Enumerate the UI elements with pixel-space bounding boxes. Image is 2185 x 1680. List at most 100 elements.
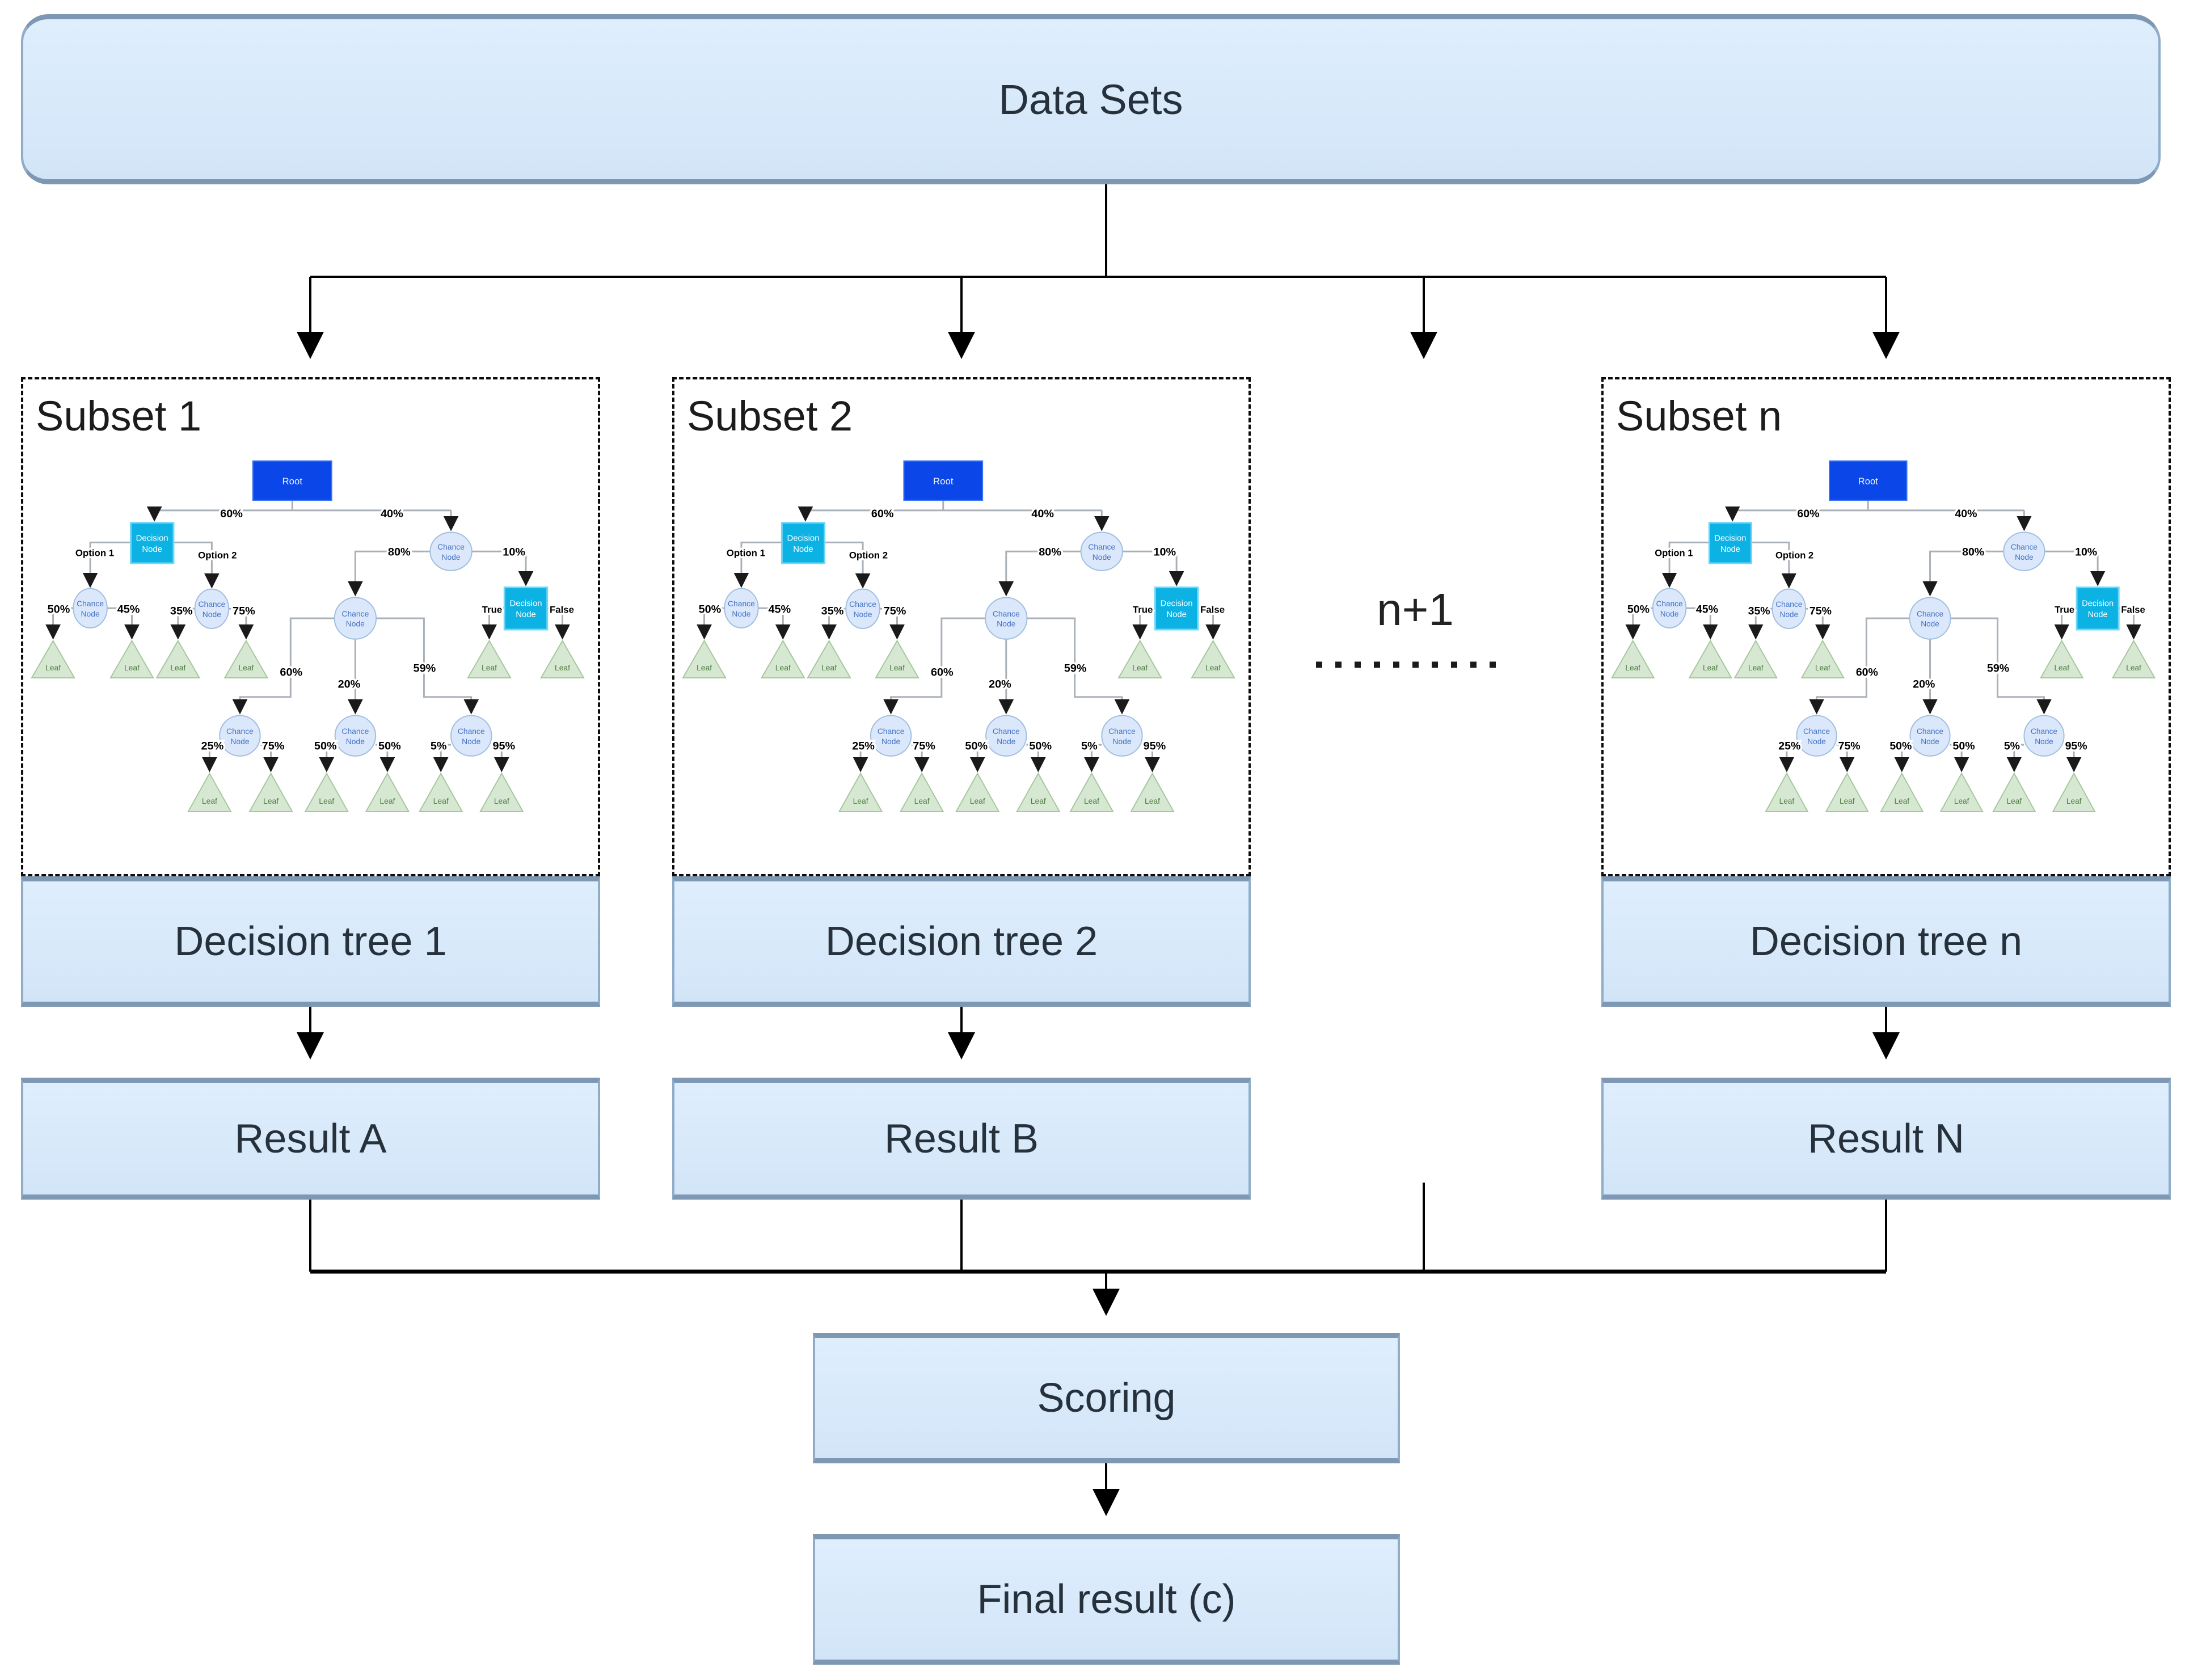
svg-text:Leaf: Leaf bbox=[482, 663, 497, 672]
svg-text:40%: 40% bbox=[381, 508, 403, 520]
svg-text:Leaf: Leaf bbox=[263, 796, 279, 805]
leaf-node bbox=[223, 639, 269, 679]
svg-text:Decision: Decision bbox=[509, 599, 542, 608]
svg-text:Leaf: Leaf bbox=[2054, 664, 2069, 672]
svg-text:Leaf: Leaf bbox=[1895, 797, 1910, 805]
decision-tree-graphic: Root Decision Node Decision Node Chance … bbox=[1610, 460, 2156, 812]
scoring-box: Scoring bbox=[813, 1333, 1400, 1463]
chance-node bbox=[1909, 597, 1951, 640]
svg-text:True: True bbox=[2055, 605, 2074, 615]
decision-tree-1-label: Decision tree 1 bbox=[174, 919, 447, 964]
subset-1-panel: Subset 1 bbox=[21, 377, 600, 876]
leaf-node bbox=[540, 639, 585, 679]
svg-text:Leaf: Leaf bbox=[1840, 797, 1855, 805]
svg-text:Chance: Chance bbox=[1108, 727, 1136, 736]
svg-text:Node: Node bbox=[203, 610, 221, 619]
fan-out-connectors bbox=[297, 184, 1900, 359]
leaf-node bbox=[1610, 639, 1655, 679]
chance-node bbox=[334, 715, 377, 757]
svg-text:Option 1: Option 1 bbox=[727, 548, 765, 559]
leaf-node bbox=[838, 772, 883, 812]
svg-text:Node: Node bbox=[462, 737, 480, 746]
svg-text:Leaf: Leaf bbox=[1954, 797, 1969, 805]
svg-text:Option 2: Option 2 bbox=[1775, 550, 1813, 560]
svg-text:Chance: Chance bbox=[849, 600, 876, 609]
leaf-node bbox=[304, 772, 349, 812]
svg-text:60%: 60% bbox=[280, 666, 302, 678]
leaf-node bbox=[1825, 772, 1869, 812]
chance-node bbox=[1771, 588, 1807, 629]
svg-text:Leaf: Leaf bbox=[1084, 796, 1099, 805]
leaf-node bbox=[365, 772, 410, 812]
leaf-node bbox=[760, 639, 805, 679]
chance-node bbox=[334, 597, 377, 640]
chance-node bbox=[1101, 715, 1143, 757]
decision-tree-n-label: Decision tree n bbox=[1749, 919, 2023, 964]
svg-text:Decision: Decision bbox=[1714, 534, 1746, 543]
svg-text:Node: Node bbox=[853, 610, 872, 619]
svg-text:Leaf: Leaf bbox=[1703, 664, 1718, 672]
chance-node bbox=[429, 531, 473, 571]
svg-text:Node: Node bbox=[1112, 737, 1131, 746]
chance-node bbox=[2003, 531, 2045, 571]
svg-text:Decision: Decision bbox=[1161, 599, 1193, 608]
tree-to-result-arrows bbox=[297, 1007, 1900, 1060]
svg-text:Node: Node bbox=[346, 737, 365, 746]
svg-text:Leaf: Leaf bbox=[775, 663, 791, 672]
svg-text:Chance: Chance bbox=[226, 727, 254, 736]
svg-text:80%: 80% bbox=[388, 546, 411, 558]
chance-node bbox=[1652, 588, 1687, 628]
root-node bbox=[1829, 460, 1908, 501]
leaf-node bbox=[109, 639, 154, 679]
svg-text:50%: 50% bbox=[314, 740, 337, 752]
chance-node bbox=[724, 588, 759, 628]
svg-text:Node: Node bbox=[1092, 552, 1111, 562]
chance-node bbox=[1909, 715, 1951, 757]
svg-text:20%: 20% bbox=[1913, 678, 1935, 690]
tree-nodes: Root Decision Node Decision Node Chance … bbox=[682, 460, 1235, 812]
subset-2-label: Subset 2 bbox=[687, 392, 853, 440]
svg-text:Chance: Chance bbox=[1917, 727, 1943, 736]
svg-text:Chance: Chance bbox=[1917, 610, 1943, 618]
leaf-node bbox=[1992, 772, 2036, 812]
svg-text:75%: 75% bbox=[884, 605, 906, 617]
svg-text:Chance: Chance bbox=[437, 542, 465, 551]
decision-node bbox=[1154, 586, 1199, 631]
svg-text:80%: 80% bbox=[1962, 546, 1984, 558]
leaf-node bbox=[1015, 772, 1061, 812]
svg-text:Chance: Chance bbox=[1803, 727, 1830, 736]
svg-text:Decision: Decision bbox=[787, 534, 819, 543]
svg-text:Chance: Chance bbox=[878, 727, 905, 736]
svg-text:Leaf: Leaf bbox=[170, 663, 185, 672]
leaf-node bbox=[418, 772, 463, 812]
root-node-label: Root bbox=[282, 476, 302, 487]
result-a-box: Result A bbox=[21, 1078, 600, 1200]
svg-text:Chance: Chance bbox=[1656, 600, 1683, 608]
svg-text:Leaf: Leaf bbox=[45, 663, 61, 672]
leaf-node bbox=[1765, 772, 1809, 812]
svg-text:Leaf: Leaf bbox=[914, 796, 930, 805]
svg-text:Chance: Chance bbox=[2011, 543, 2038, 551]
svg-text:Chance: Chance bbox=[728, 599, 755, 608]
leaf-node bbox=[1939, 772, 1984, 812]
subset-1-label: Subset 1 bbox=[36, 392, 202, 440]
tree-edge-labels: 60% 40% Option 1 Option 2 50% 45% 35% 75… bbox=[697, 506, 1226, 754]
leaf-node bbox=[155, 639, 201, 679]
tree-edge-labels: 60% 40% Option 1 Option 2 50% 45% 35% 75… bbox=[1625, 505, 2147, 754]
chance-node bbox=[985, 597, 1028, 640]
tree-nodes: Root Decision Node Decision Node Chance … bbox=[1610, 460, 2156, 812]
leaf-node bbox=[875, 639, 919, 679]
svg-text:60%: 60% bbox=[1797, 508, 1819, 520]
tree-edge-labels: 60% 40% Option 1 Option 2 50% 45% 35% 75… bbox=[45, 506, 576, 754]
svg-text:40%: 40% bbox=[1955, 508, 1977, 520]
svg-text:Node: Node bbox=[1720, 545, 1740, 554]
svg-text:10%: 10% bbox=[503, 546, 525, 558]
svg-text:60%: 60% bbox=[1856, 666, 1878, 678]
svg-text:95%: 95% bbox=[1144, 740, 1166, 752]
svg-text:60%: 60% bbox=[871, 508, 894, 520]
svg-text:75%: 75% bbox=[262, 740, 285, 752]
svg-text:50%: 50% bbox=[48, 603, 70, 616]
root-node-label: Root bbox=[1858, 476, 1878, 487]
svg-text:Leaf: Leaf bbox=[821, 663, 837, 672]
leaf-node bbox=[682, 639, 727, 679]
